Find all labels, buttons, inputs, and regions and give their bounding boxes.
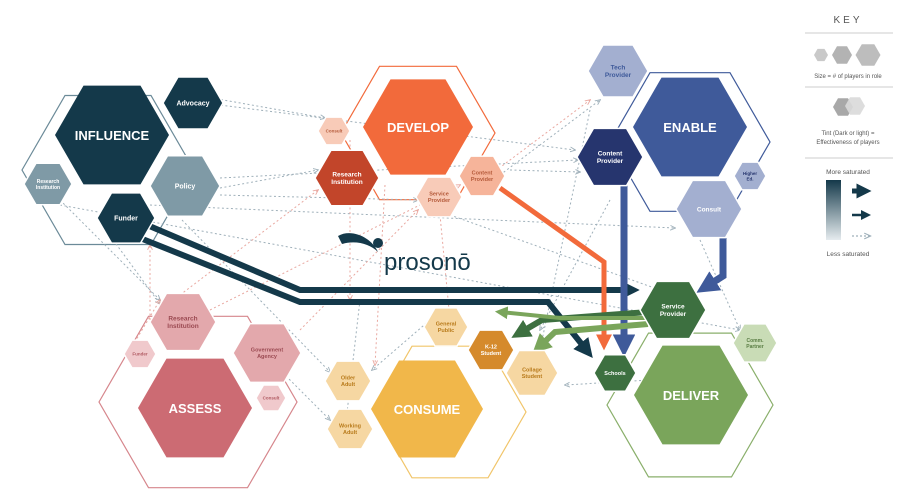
enable-group-label: ENABLE	[663, 120, 717, 135]
role-nodes: INFLUENCE DEVELOP ENABLE ASSESS CONSUME DELIV…	[23, 44, 778, 458]
gov-agency-node	[232, 322, 302, 384]
group-outlines	[21, 65, 774, 489]
consult-enable-label: Consult	[697, 206, 722, 213]
consult-assess-node	[255, 384, 287, 412]
consult-develop-node	[317, 116, 351, 146]
key-size-hex-1	[814, 48, 828, 62]
schools-node	[593, 354, 637, 392]
working-adult-node	[326, 408, 374, 450]
funder-assess-label: Funder	[132, 352, 147, 357]
key-less-saturated: Less saturated	[827, 251, 870, 258]
assess-group-outline	[98, 315, 298, 489]
logo-swoosh-icon	[338, 233, 378, 252]
key-more-saturated: More saturated	[826, 169, 870, 176]
content-enable-node	[576, 127, 644, 187]
service-develop-node	[415, 176, 463, 218]
develop-group-label: DEVELOP	[387, 120, 449, 135]
assess-group-hexagon	[138, 358, 252, 458]
older-adult-node	[324, 360, 372, 402]
service-deliver-node	[639, 280, 707, 340]
develop-group-outline	[340, 65, 496, 201]
higher-ed-node	[733, 161, 767, 191]
key-tint-hex-2	[845, 97, 865, 115]
prosono-logo: prosonō	[338, 233, 471, 276]
k12-node	[467, 329, 515, 371]
key-size-text: Size = # of players in role	[814, 74, 882, 80]
deliver-group-hexagon	[634, 345, 748, 445]
enable-group-outline	[609, 72, 771, 212]
service-to-college-flow	[532, 321, 649, 354]
saturation-gradient-bar	[826, 180, 841, 240]
consult-to-service-flow	[696, 238, 727, 293]
consult-develop-label: Consult	[326, 129, 343, 134]
funder-label: Funder	[114, 215, 138, 222]
comm-partner-node	[732, 323, 778, 363]
advocacy-node	[162, 76, 224, 130]
service-to-general-flow	[494, 306, 648, 320]
deliver-group-label: DELIVER	[663, 388, 720, 403]
key-size-hex-2	[832, 46, 852, 64]
research-influence-node	[23, 162, 73, 206]
college-student-node	[505, 349, 559, 397]
key-panel: KEY Size = # of players in role Tint (Da…	[805, 15, 893, 258]
consume-group-outline	[373, 345, 527, 479]
research-develop-node	[314, 149, 380, 207]
tech-provider-node	[587, 44, 649, 98]
policy-label: Policy	[175, 183, 196, 190]
schools-label: Schools	[604, 371, 625, 377]
policy-node	[149, 154, 221, 218]
key-size-hex-3	[855, 44, 881, 66]
primary-flows	[138, 180, 727, 358]
consult-enable-node	[675, 179, 743, 239]
enable-group-hexagon	[633, 77, 747, 177]
deliver-group-outline	[606, 332, 774, 478]
logo-wordmark: prosonō	[384, 249, 471, 276]
consume-group-hexagon	[371, 360, 483, 458]
general-public-node	[423, 307, 469, 347]
influence-group-hexagon	[55, 85, 169, 185]
key-tint-text: Tint (Dark or light) =Effectiveness of p…	[816, 131, 879, 146]
influence-group-label: INFLUENCE	[75, 128, 150, 143]
funder-assess-node	[123, 339, 157, 369]
funder-to-schools-flow	[138, 235, 593, 358]
content-develop-node	[458, 155, 506, 197]
service-to-k12-flow	[511, 309, 649, 338]
key-title: KEY	[833, 15, 862, 26]
consult-assess-label: Consult	[263, 396, 280, 401]
logo-dot-icon	[373, 238, 383, 248]
consume-group-label: CONSUME	[394, 402, 461, 417]
assess-group-label: ASSESS	[169, 401, 222, 416]
key-size-hexes	[814, 44, 881, 66]
funder-to-service-flow	[138, 219, 640, 300]
develop-group-hexagon	[363, 79, 473, 175]
research-assess-node	[149, 292, 217, 352]
advocacy-label: Advocacy	[176, 101, 209, 108]
key-tint-hexes	[833, 97, 865, 116]
funder-node	[96, 192, 156, 244]
comm-partner-label: Comm.Partner	[746, 338, 764, 350]
